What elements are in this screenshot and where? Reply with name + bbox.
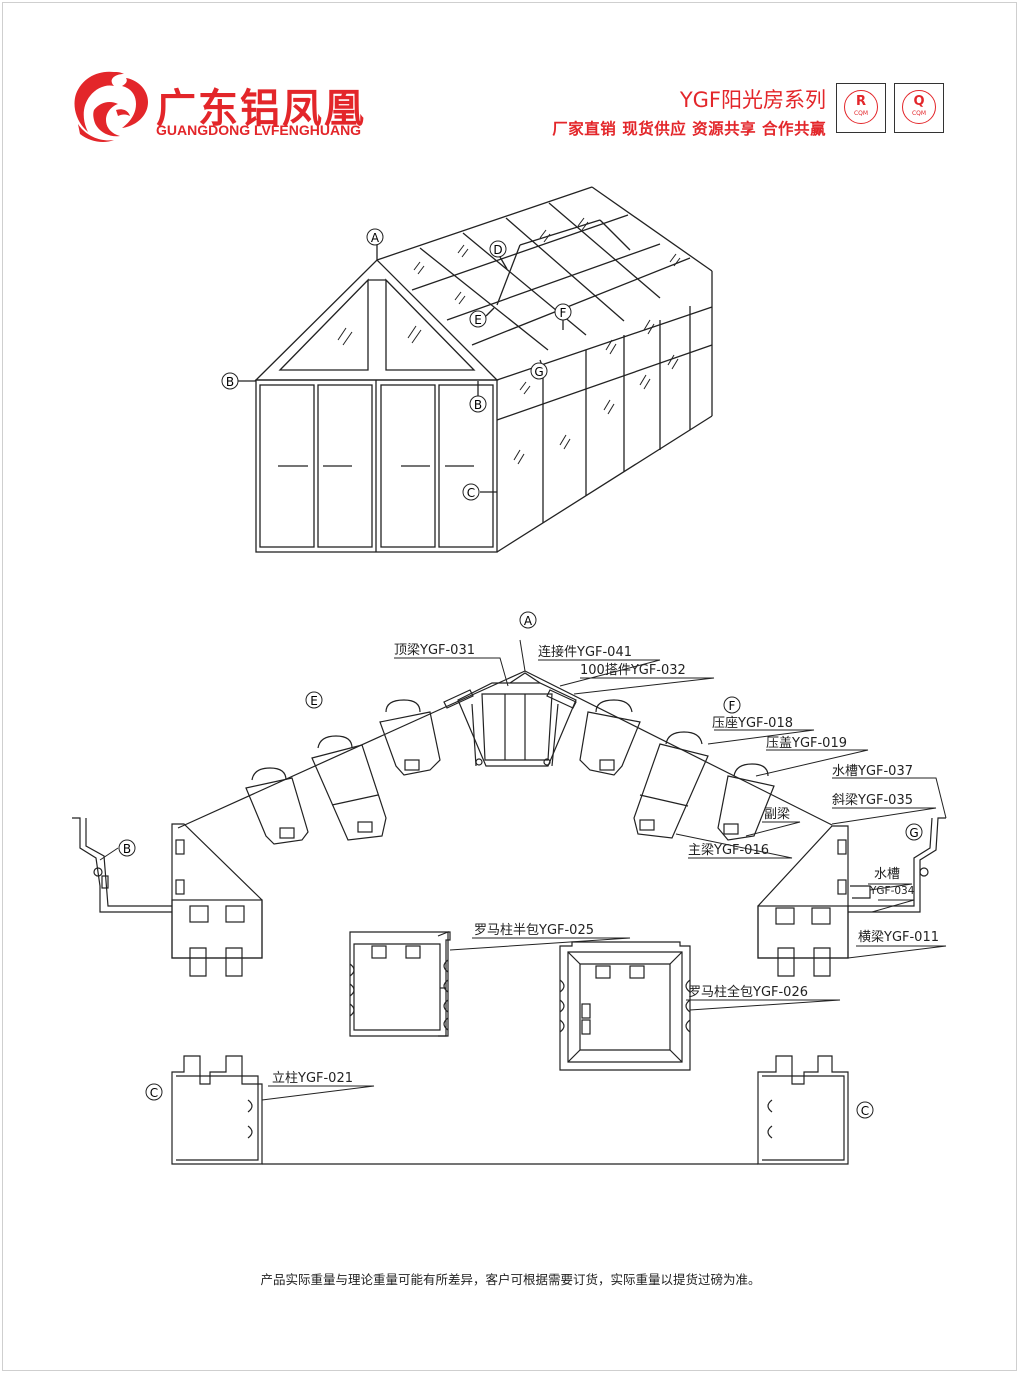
- label-roman-full: 罗马柱全包YGF-026: [688, 984, 808, 1000]
- section-marker-e-label: E: [310, 694, 318, 708]
- brand-name-en: GUANGDONG LVFENGHUANG: [156, 122, 362, 138]
- section-marker-f-label: F: [729, 699, 736, 713]
- marker-g-label: G: [534, 365, 543, 379]
- roof-line-right: [524, 670, 833, 826]
- marker-b-label: B: [474, 398, 482, 412]
- roof-profile-right-3: [717, 763, 775, 841]
- marker-b-label: B: [226, 375, 234, 389]
- roof-profile-left-2: [311, 735, 387, 841]
- section-marker-g: G: [905, 823, 923, 841]
- sunroom-roof: [376, 186, 713, 381]
- sunroom-side-wall: [496, 306, 713, 553]
- series-title: YGF阳光房系列: [679, 88, 826, 112]
- marker-d: D: [489, 240, 507, 258]
- marker-a: A: [366, 228, 384, 246]
- roman-half-column-profile: [349, 931, 451, 1037]
- label-connector: 连接件YGF-041: [538, 644, 632, 660]
- column-profile-left: [171, 1055, 263, 1165]
- section-marker-e: E: [305, 691, 323, 709]
- section-marker-c-label: C: [150, 1086, 158, 1100]
- cert-sub: CQM: [911, 110, 927, 117]
- section-marker-b-label: B: [123, 842, 131, 856]
- roof-profile-right-2: [633, 731, 709, 839]
- label-roman-half: 罗马柱半包YGF-025: [474, 923, 594, 938]
- marker-c: C: [462, 483, 480, 501]
- section-marker-f: F: [723, 696, 741, 714]
- marker-g: G: [530, 362, 548, 380]
- footer-note: 产品实际重量与理论重量可能有所差异，客户可根据需要订货，实际重量以提货过磅为准。: [260, 1272, 761, 1287]
- roof-line-left: [177, 670, 526, 829]
- section-marker-g-label: G: [909, 826, 918, 840]
- brand-name-cn: 广东铝凤凰: [156, 86, 366, 132]
- section-marker-c-label: C: [861, 1104, 869, 1118]
- marker-f-label: F: [560, 306, 567, 320]
- cert-q-icon: Q CQM: [902, 90, 936, 124]
- marker-a-label: A: [371, 231, 380, 245]
- marker-c-label: C: [467, 486, 475, 500]
- cert-badge-q: Q CQM: [894, 83, 944, 133]
- leader-lines: [99, 639, 947, 1101]
- roman-full-column-profile: [559, 941, 691, 1071]
- label-column: 立柱YGF-021: [272, 1071, 353, 1086]
- cert-letter: Q: [913, 94, 925, 109]
- marker-b-left: B: [221, 372, 239, 390]
- label-press-cover: 压盖YGF-019: [766, 736, 847, 751]
- label-gutter-037: 水槽YGF-037: [832, 764, 913, 779]
- slogan: 厂家直销 现货供应 资源共享 合作共赢: [552, 120, 826, 138]
- glass-reflection-marks: [337, 217, 681, 465]
- label-main-beam: 主梁YGF-016: [688, 843, 769, 858]
- label-top-beam: 顶梁YGF-031: [394, 643, 475, 658]
- marker-d-label: D: [493, 243, 502, 257]
- marker-f: F: [554, 303, 572, 321]
- top-beam-profile: [443, 672, 577, 767]
- cert-letter: R: [855, 94, 866, 109]
- sunroom-front-gable: [254, 259, 499, 553]
- label-gutter-034-code: YGF-034: [869, 885, 915, 897]
- left-corner-assembly: [72, 817, 263, 977]
- label-bracket-100: 100搭件YGF-032: [580, 662, 686, 678]
- roof-profile-left-3: [245, 767, 309, 845]
- section-marker-a: A: [519, 611, 537, 629]
- label-cross-beam: 横梁YGF-011: [858, 930, 939, 945]
- section-marker-b: B: [118, 839, 136, 857]
- section-marker-c-left: C: [145, 1083, 163, 1101]
- column-profile-right: [757, 1055, 849, 1165]
- cert-badge-r: R CQM: [836, 83, 886, 133]
- label-gutter-034-title: 水槽: [874, 867, 900, 882]
- cert-r-icon: R CQM: [844, 90, 878, 124]
- roof-profile-right-1: [579, 699, 641, 776]
- marker-b-right: B: [469, 395, 487, 413]
- right-corner-assembly: [757, 817, 946, 977]
- section-marker-a-label: A: [524, 614, 533, 628]
- section-marker-c-right: C: [856, 1101, 874, 1119]
- roof-profile-left-1: [379, 699, 441, 776]
- cert-sub: CQM: [853, 110, 869, 117]
- label-secondary-beam: 副梁: [764, 807, 790, 822]
- label-inclined-beam: 斜梁YGF-035: [832, 793, 913, 808]
- marker-e: E: [469, 310, 487, 328]
- phoenix-logo-icon: [74, 71, 148, 142]
- label-press-seat: 压座YGF-018: [712, 716, 793, 731]
- marker-e-label: E: [474, 313, 482, 327]
